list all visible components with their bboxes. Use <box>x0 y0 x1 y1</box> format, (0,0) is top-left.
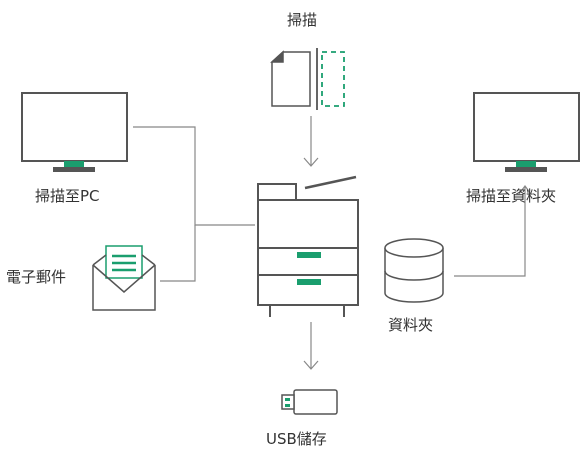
connector-folder-to-pc <box>454 186 526 277</box>
label-usb: USB儲存 <box>266 430 327 448</box>
arrow-head-down-scan <box>303 157 319 167</box>
usb-stick-icon <box>281 389 338 415</box>
label-email: 電子郵件 <box>6 268 67 286</box>
label-scan-to-pc: 掃描至PC <box>35 187 100 205</box>
label-scan-to-folder: 掃描至資料夾 <box>466 187 557 205</box>
label-folder: 資料夾 <box>388 316 434 334</box>
arrow-head-down-usb <box>303 360 319 370</box>
monitor-folder-icon <box>473 92 580 172</box>
connectors <box>133 116 532 370</box>
connector-email-to-printer <box>160 225 196 282</box>
monitor-pc-icon <box>21 92 128 172</box>
printer-mfp-icon <box>257 175 359 317</box>
connector-pc-to-printer <box>133 126 255 226</box>
email-envelope-icon <box>92 245 156 311</box>
label-scan: 掃描 <box>287 11 318 29</box>
folder-database-icon <box>384 238 444 303</box>
scan-document-icon <box>270 48 345 110</box>
arrow-head-up-folder-pc <box>518 185 532 195</box>
